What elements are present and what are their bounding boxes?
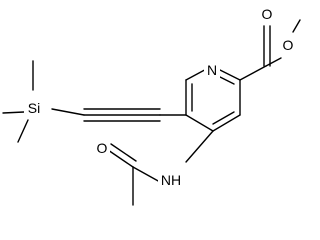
bond-nh-amide-c — [132, 166, 161, 183]
bond-si-methyl-left — [2, 111, 25, 114]
bond-amide-c-o-b — [110, 143, 137, 162]
bond-si-methyl-bottom — [17, 119, 29, 143]
bond-c5-c4-inner — [212, 111, 235, 125]
structure-diagram: N O O O NH Si — [2, 4, 301, 206]
atom-label-carbonyl-o: O — [262, 6, 273, 22]
bond-carbonyl-ester-o — [265, 57, 282, 67]
bond-c6-carbonyl — [239, 65, 267, 81]
bond-c5-c4 — [212, 114, 241, 132]
atom-label-ring-n: N — [207, 62, 217, 78]
bond-alkyne-si — [51, 108, 85, 116]
atom-label-amide-nh: NH — [161, 172, 181, 188]
bond-c4-nh — [185, 130, 214, 163]
atom-label-ester-o: O — [283, 37, 294, 53]
atom-label-silicon: Si — [28, 100, 40, 116]
atom-labels: N O O O NH Si — [24, 4, 296, 188]
bond-amide-c-o-a — [107, 149, 134, 168]
molecule-drawing: N O O O NH Si — [2, 4, 301, 206]
atom-label-amide-o: O — [97, 140, 108, 156]
bond-ester-o-methyl — [292, 19, 301, 33]
bonds — [2, 19, 301, 206]
bond-c4-c3 — [185, 114, 214, 132]
